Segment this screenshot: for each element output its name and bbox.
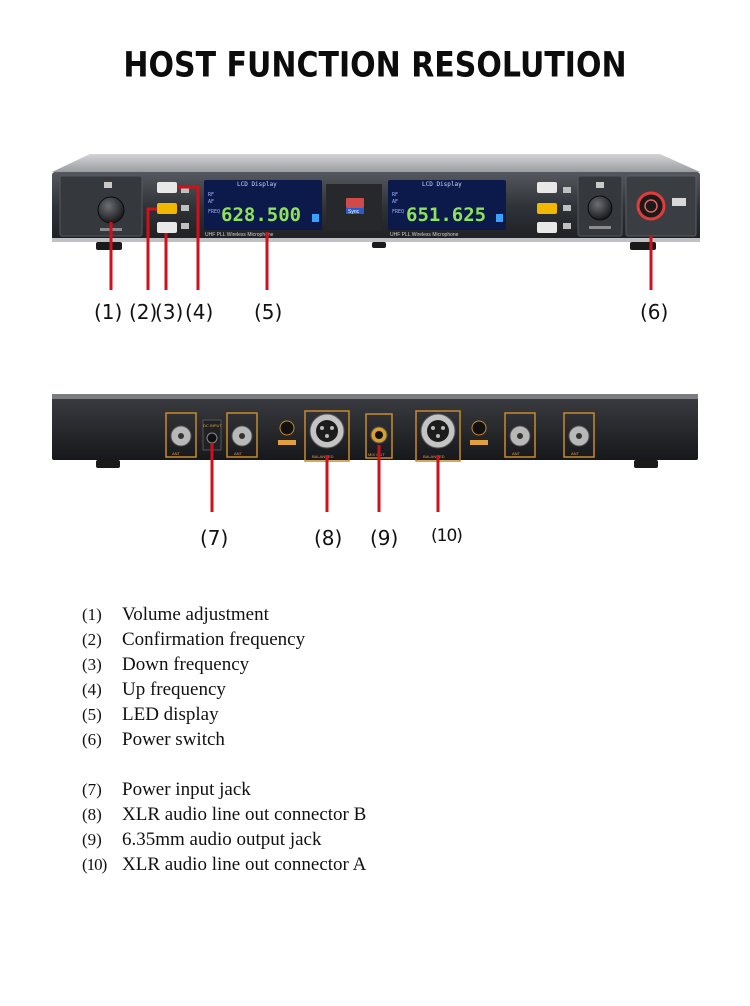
- ant-label-3: ANT: [512, 451, 521, 456]
- lcd-right-header: LCD Display: [422, 181, 462, 188]
- page-title: HOST FUNCTION RESOLUTION: [123, 45, 627, 86]
- sync-label: Sync: [348, 209, 360, 215]
- lcd-left-footer: UHF PLL Wireless Microphone: [205, 232, 274, 238]
- callout-3: (3): [155, 300, 184, 324]
- front-panel: LCD Display RF AF FREQ 628.500 UHF PLL W…: [52, 154, 700, 250]
- set-button-left[interactable]: [157, 203, 177, 214]
- up-button-right[interactable]: [537, 182, 557, 193]
- ant-label-2: ANT: [234, 451, 243, 456]
- freq-label-right: FREQ: [392, 209, 404, 215]
- callout-1: (1): [94, 300, 123, 324]
- top-cover: [52, 154, 700, 172]
- mix-out-label: MIX OUT: [368, 452, 385, 457]
- lcd-left-header: LCD Display: [237, 181, 277, 188]
- legend-item: (9)6.35mm audio output jack: [82, 829, 322, 850]
- legend-item: (5)LED display: [82, 704, 219, 725]
- callout-4: (4): [185, 300, 214, 324]
- legend-item: (4)Up frequency: [82, 679, 226, 700]
- ant-label-4: ANT: [571, 451, 580, 456]
- af-label-left: AF: [208, 199, 214, 205]
- callout-9: (9): [370, 526, 399, 550]
- legend-item: (6)Power switch: [82, 729, 225, 750]
- legend-item: (8)XLR audio line out connector B: [82, 804, 367, 825]
- callout-5: (5): [254, 300, 283, 324]
- down-button-left[interactable]: [157, 222, 177, 233]
- down-button-right[interactable]: [537, 222, 557, 233]
- front-callout-lines: [109, 185, 653, 290]
- rear-face: [52, 394, 698, 460]
- lcd-right-frequency: 651.625: [406, 204, 486, 226]
- dc-input-jack[interactable]: [206, 432, 218, 444]
- callout-8: (8): [314, 526, 343, 550]
- legend-item: (10)XLR audio line out connector A: [82, 854, 367, 875]
- af-label-right: AF: [392, 199, 398, 205]
- set-button-right[interactable]: [537, 203, 557, 214]
- callout-2: (2): [129, 300, 158, 324]
- volume-knob-left[interactable]: [97, 196, 125, 224]
- lcd-left-frequency: 628.500: [221, 204, 301, 226]
- freq-label-left: FREQ: [208, 209, 220, 215]
- balanced-label-a: BALANCED: [423, 454, 445, 459]
- legend-item: (3)Down frequency: [82, 654, 250, 675]
- power-icon: [644, 199, 658, 213]
- rf-label-left: RF: [208, 192, 214, 198]
- rear-panel: ANT DC INPUT ANT BALANCED MIX OUT BALANC…: [52, 394, 698, 468]
- dc-input-label: DC INPUT: [203, 423, 222, 428]
- power-switch[interactable]: [636, 191, 666, 221]
- rear-callout-lines: [210, 443, 440, 512]
- callout-6: (6): [640, 300, 669, 324]
- legend-item: (1)Volume adjustment: [82, 604, 269, 625]
- lcd-right-footer: UHF PLL Wireless Microphone: [390, 232, 459, 238]
- ir-sensor-icon: [104, 182, 112, 188]
- legend-item: (2)Confirmation frequency: [82, 629, 306, 650]
- balanced-label-b: BALANCED: [312, 454, 334, 459]
- lcd-display-right: [388, 180, 506, 230]
- callout-10: (10): [431, 526, 463, 546]
- up-button-left[interactable]: [157, 182, 177, 193]
- sync-icon: [346, 198, 364, 208]
- ant-label-1: ANT: [172, 451, 181, 456]
- legend-item: (7)Power input jack: [82, 779, 251, 800]
- sync-button[interactable]: [346, 208, 364, 214]
- volume-knob-right[interactable]: [587, 195, 613, 221]
- rf-label-right: RF: [392, 192, 398, 198]
- lcd-display-left: [204, 180, 322, 230]
- callout-7: (7): [200, 526, 229, 550]
